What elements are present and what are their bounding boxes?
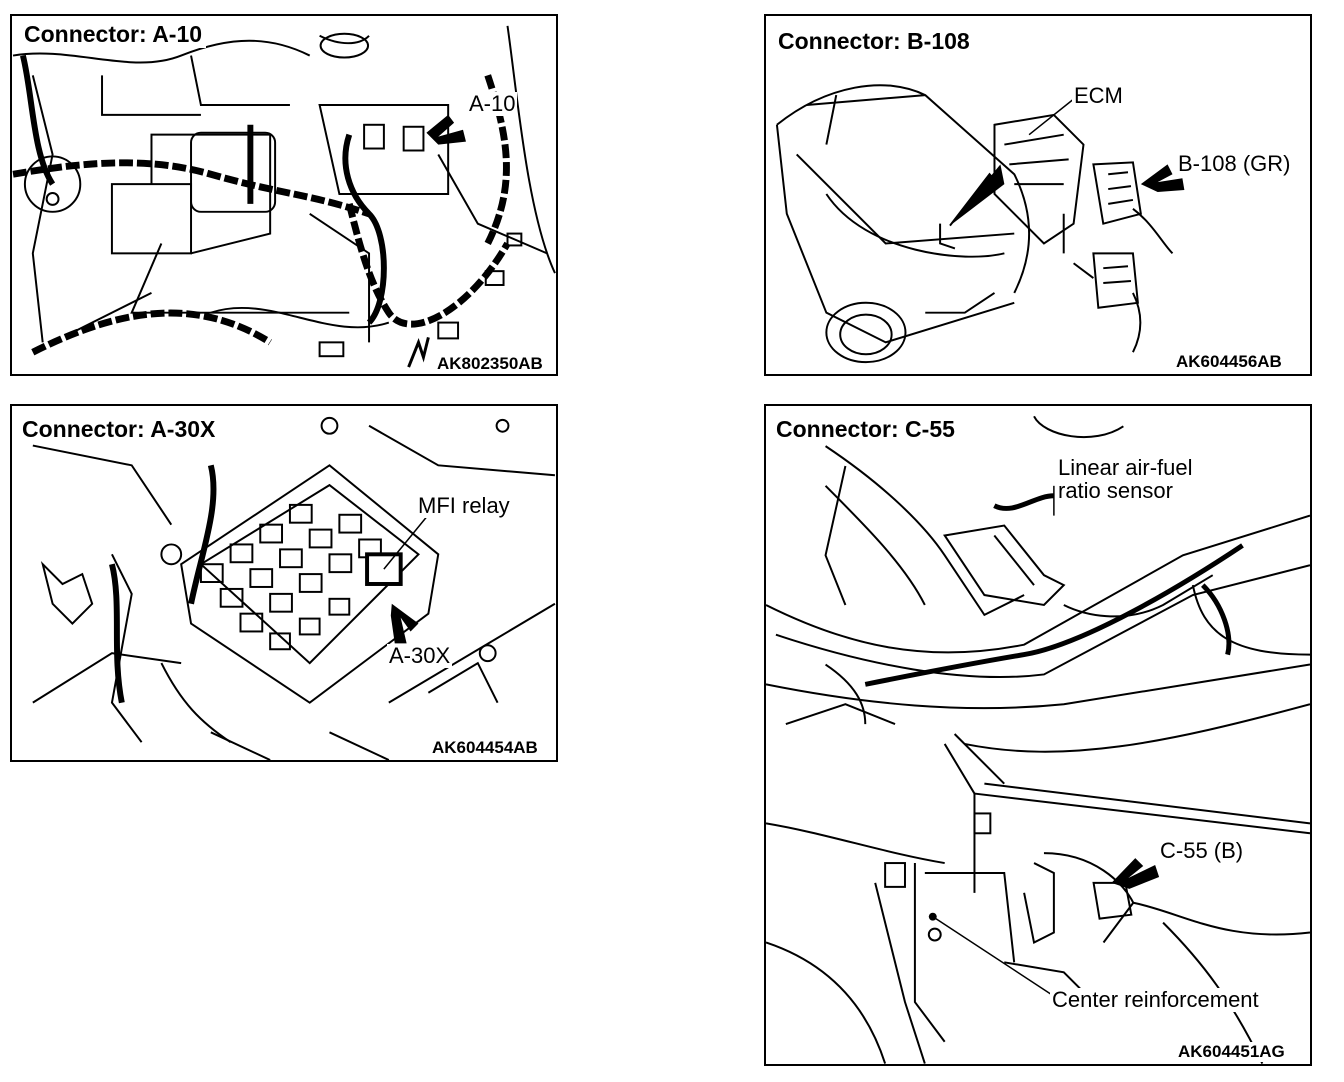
b108-ecm-drawing <box>775 84 1185 364</box>
panel-connector-b108: Connector: B-108 ECM B-108 (GR) AK604456… <box>764 14 1312 376</box>
a10-engine-bay-drawing <box>12 25 556 368</box>
panel-title: Connector: A-10 <box>20 21 207 48</box>
sensor-label-line2: ratio sensor <box>1058 478 1173 504</box>
reinforcement-label: Center reinforcement <box>1050 987 1261 1013</box>
a30x-relay-box-drawing <box>32 416 556 760</box>
ecm-label: ECM <box>1072 83 1125 109</box>
c55-underbody-drawing <box>766 415 1310 1064</box>
sensor-label: Linear air-fuel ratio sensor <box>1056 456 1195 502</box>
connector-callout-label: B-108 (GR) <box>1176 151 1293 177</box>
panel-title: Connector: C-55 <box>772 416 959 443</box>
figure-code: AK604451AG <box>1176 1042 1287 1062</box>
panel-connector-a10: Connector: A-10 A-10 AK802350AB <box>10 14 558 376</box>
connector-callout-label: C-55 (B) <box>1158 838 1246 864</box>
connector-callout-label: A-10 <box>467 91 518 117</box>
sensor-label-line1: Linear air-fuel <box>1058 455 1193 480</box>
connector-callout-label: A-30X <box>387 643 453 669</box>
figure-code: AK802350AB <box>435 354 545 374</box>
panel-title: Connector: A-30X <box>18 416 220 443</box>
figure-code: AK604454AB <box>430 738 540 758</box>
panel-connector-c55: Connector: C-55 Linear air-fuel ratio se… <box>764 404 1312 1066</box>
panel-connector-a30x: Connector: A-30X MFI relay A-30X AK60445… <box>10 404 558 762</box>
figure-code: AK604456AB <box>1174 352 1284 372</box>
panel-title: Connector: B-108 <box>774 28 974 55</box>
relay-label: MFI relay <box>416 493 512 519</box>
